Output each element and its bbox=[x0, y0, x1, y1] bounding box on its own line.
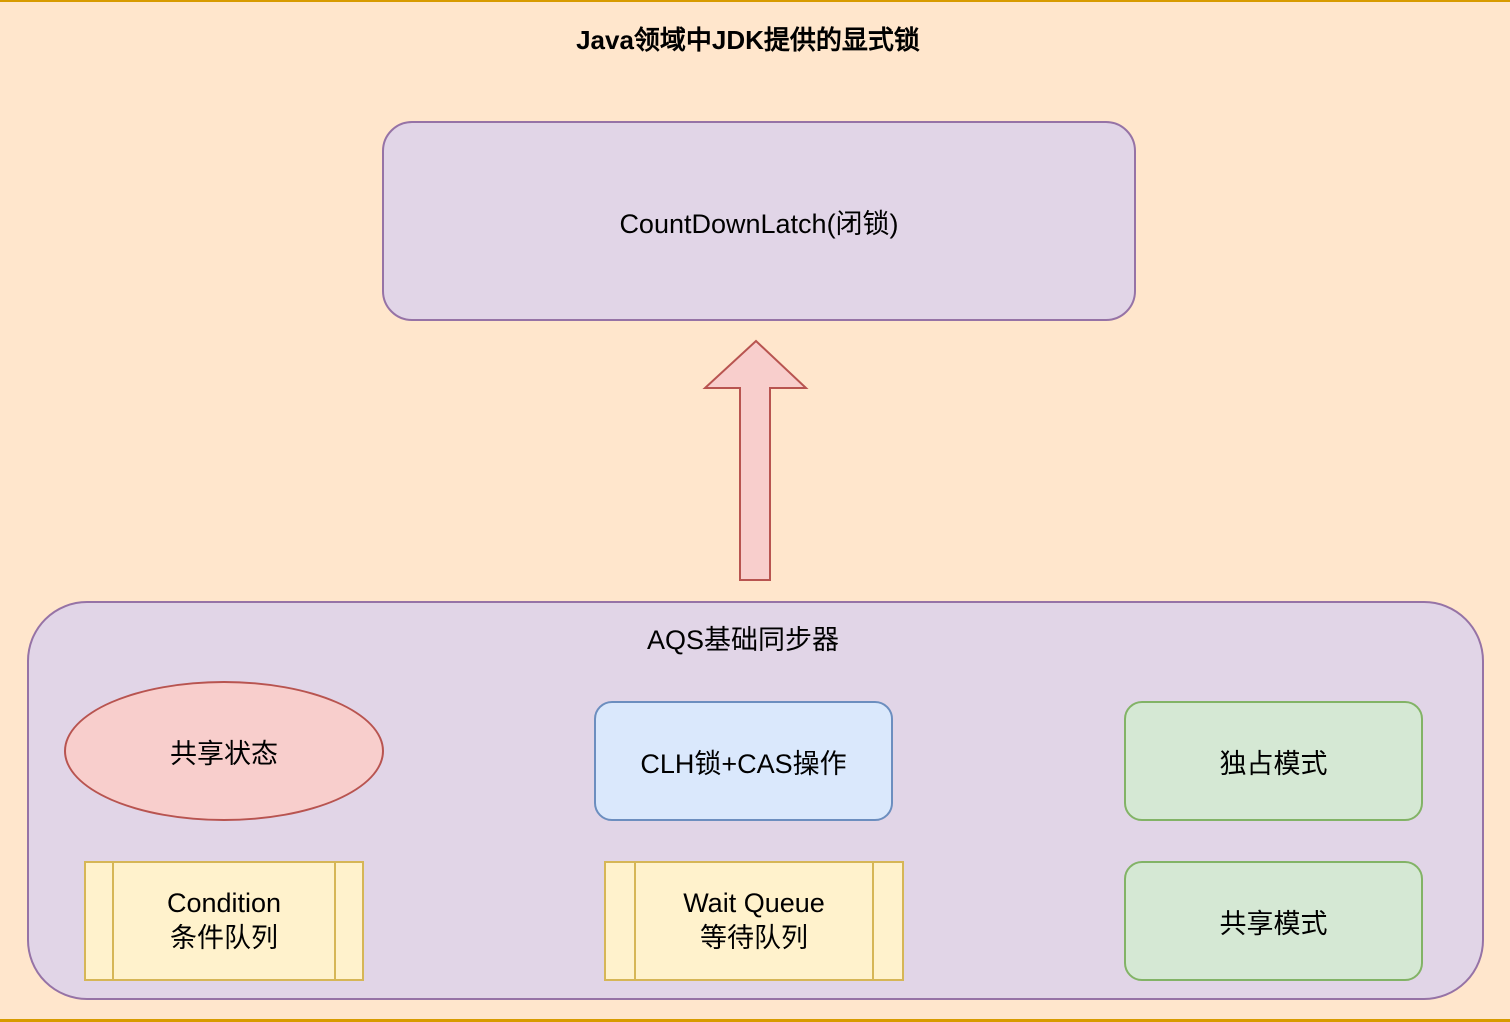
shared-state-node[interactable]: 共享状态 bbox=[64, 681, 384, 821]
shared-mode-node[interactable]: 共享模式 bbox=[1124, 861, 1423, 981]
wait-queue-line1: Wait Queue bbox=[683, 888, 825, 918]
exclusive-mode-label: 独占模式 bbox=[1219, 748, 1328, 779]
process-bar-right bbox=[334, 863, 336, 979]
countdownlatch-label: CountDownLatch(闭锁) bbox=[619, 208, 899, 239]
condition-queue-line1: Condition bbox=[166, 888, 282, 918]
process-bar-right bbox=[872, 863, 874, 979]
diagram-title: Java领域中JDK提供的显式锁 bbox=[576, 25, 920, 55]
shared-mode-label: 共享模式 bbox=[1219, 908, 1328, 939]
wait-queue-line2: 等待队列 bbox=[700, 923, 808, 953]
frame-bottom-border bbox=[0, 1019, 1510, 1022]
shared-state-label: 共享状态 bbox=[170, 738, 278, 769]
process-bar-left bbox=[112, 863, 114, 979]
condition-queue-node[interactable]: Condition 条件队列 bbox=[84, 861, 364, 981]
inheritance-arrow bbox=[702, 339, 809, 581]
frame-top-border bbox=[0, 0, 1510, 2]
arrow-up-icon bbox=[702, 339, 809, 581]
process-bar-left bbox=[634, 863, 636, 979]
clh-cas-node[interactable]: CLH锁+CAS操作 bbox=[594, 701, 893, 821]
wait-queue-node[interactable]: Wait Queue 等待队列 bbox=[604, 861, 904, 981]
countdownlatch-node[interactable]: CountDownLatch(闭锁) bbox=[382, 121, 1136, 321]
aqs-container-label: AQS基础同步器 bbox=[646, 625, 840, 655]
clh-cas-label: CLH锁+CAS操作 bbox=[640, 748, 847, 779]
exclusive-mode-node[interactable]: 独占模式 bbox=[1124, 701, 1423, 821]
condition-queue-line2: 条件队列 bbox=[170, 923, 278, 953]
